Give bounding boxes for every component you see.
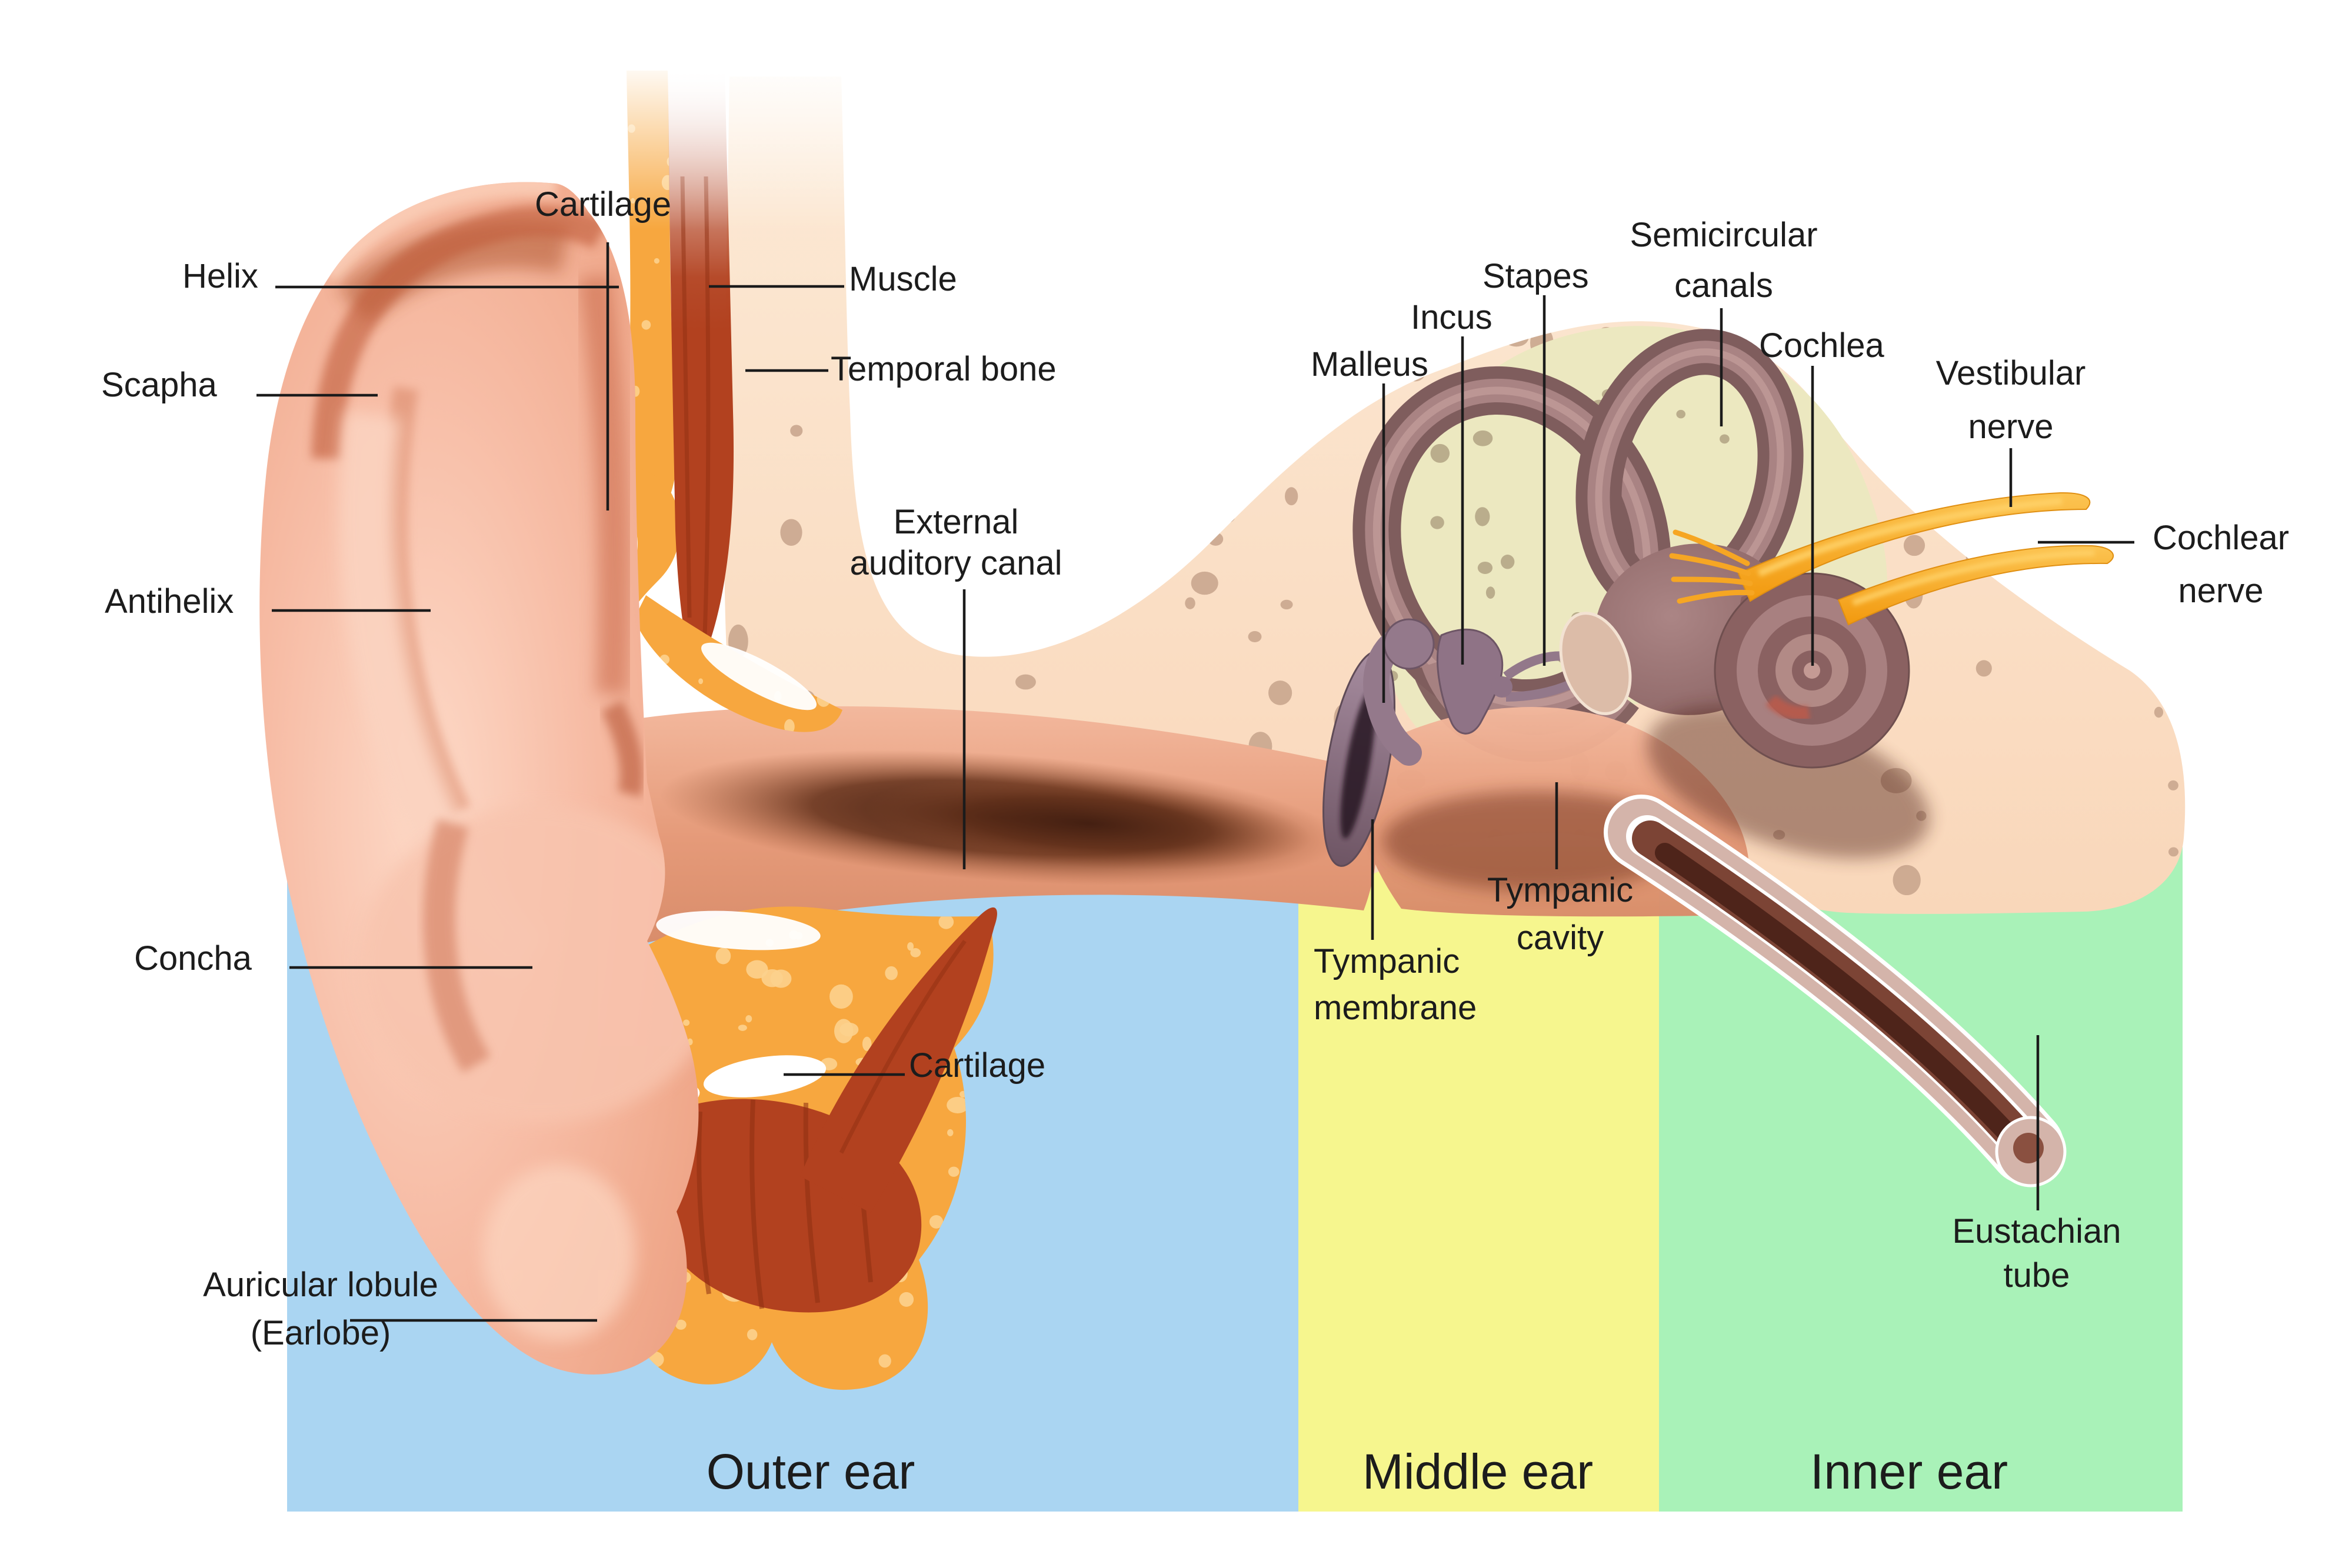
pinna-shape bbox=[259, 182, 699, 1374]
semicircular-canals-label-line2: canals bbox=[1674, 266, 1773, 305]
outer-ear-region-label: Outer ear bbox=[706, 1444, 915, 1499]
tympanic-membrane-label-line2: membrane bbox=[1314, 989, 1477, 1027]
auricular-lobule-label-line2: (Earlobe) bbox=[250, 1314, 391, 1352]
scapha-label: Scapha bbox=[101, 366, 217, 404]
malleus-label: Malleus bbox=[1311, 345, 1428, 383]
cartilage-top-label: Cartilage bbox=[534, 185, 672, 223]
inner-ear-region-label: Inner ear bbox=[1810, 1444, 2008, 1499]
lower-cartilage-assembly bbox=[551, 595, 997, 1390]
middle-ear-region-label: Middle ear bbox=[1362, 1444, 1594, 1499]
cartilage-white-sliver-c bbox=[703, 1055, 827, 1097]
leader-lines bbox=[256, 242, 2134, 1322]
stapes-label: Stapes bbox=[1483, 257, 1589, 295]
external-auditory-canal-label-line2: auditory canal bbox=[849, 544, 1062, 582]
cochlear-nerve-label-line2: nerve bbox=[2178, 572, 2264, 610]
semicircular-canals-label-line1: Semicircular bbox=[1630, 216, 1818, 254]
helix-label: Helix bbox=[182, 257, 258, 295]
temporal-bone-label: Temporal bone bbox=[831, 350, 1057, 388]
inner-ear-band bbox=[1659, 847, 2183, 1512]
external-auditory-canal-label-line1: External bbox=[893, 503, 1019, 541]
cochlear-nerve-label-line1: Cochlear bbox=[2152, 519, 2290, 557]
eustachian-tube-label-line1: Eustachian bbox=[1952, 1212, 2121, 1250]
middle-ear-band bbox=[1298, 847, 1659, 1512]
external-auditory-canal-shape bbox=[600, 706, 1377, 948]
cartilage-white-sliver-a bbox=[656, 910, 821, 950]
cochlea-shape bbox=[1714, 572, 1910, 769]
cartilage-bottom-label: Cartilage bbox=[909, 1046, 1046, 1085]
tympanic-cavity-label-line1: Tympanic bbox=[1487, 871, 1634, 909]
antihelix-label: Antihelix bbox=[105, 582, 234, 620]
tympanic-membrane-label-line1: Tympanic bbox=[1314, 942, 1460, 980]
eustachian-tube-label-line2: tube bbox=[2003, 1256, 2070, 1295]
nerve-fibers bbox=[1669, 529, 1755, 604]
cochlear-nerve-shape bbox=[1837, 545, 2114, 626]
tympanic-cavity-label-line2: cavity bbox=[1516, 919, 1604, 957]
incus-shape bbox=[1436, 628, 1504, 735]
cochlea-label: Cochlea bbox=[1759, 326, 1884, 365]
eustachian-tube-shape bbox=[1604, 795, 2067, 1187]
nerves bbox=[1669, 492, 2114, 626]
concha-label: Concha bbox=[134, 939, 252, 978]
ossicles bbox=[1363, 612, 1632, 766]
auricular-lobule-label-line1: Auricular lobule bbox=[203, 1266, 438, 1304]
vestibular-nerve-label-line1: Vestibular bbox=[1935, 354, 2086, 392]
cartilage-white-sliver-canal-top bbox=[701, 642, 817, 710]
oval-window-shape bbox=[1559, 612, 1632, 715]
behind-ear-strips bbox=[584, 59, 868, 678]
incus-label: Incus bbox=[1411, 298, 1493, 336]
vestibular-nerve-label-line2: nerve bbox=[1968, 408, 2054, 446]
muscle-label: Muscle bbox=[849, 260, 957, 298]
